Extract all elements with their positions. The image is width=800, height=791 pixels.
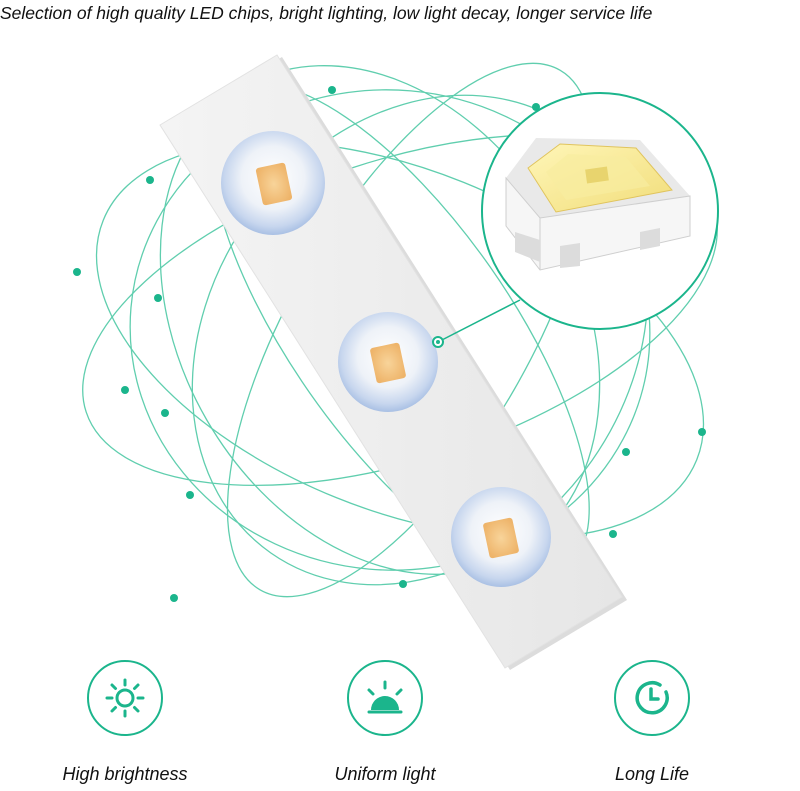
feature-long-life: Long Life bbox=[552, 660, 752, 791]
orbit-dots bbox=[73, 86, 706, 602]
smd-chip-zoom bbox=[481, 92, 719, 330]
feature-label: High brightness bbox=[62, 764, 188, 784]
feature-label: Uniform light bbox=[334, 764, 436, 784]
led-strip bbox=[159, 54, 627, 670]
sun-icon bbox=[87, 660, 163, 736]
led-chip-1 bbox=[221, 131, 325, 235]
dome-light-icon bbox=[347, 660, 423, 736]
feature-high-brightness: High brightness bbox=[25, 660, 225, 791]
headline: Selection of high quality LED chips, bri… bbox=[0, 3, 653, 23]
led-chip-3 bbox=[451, 487, 551, 587]
led-chip-2 bbox=[338, 312, 438, 412]
clock-icon bbox=[614, 660, 690, 736]
feature-label: Long Life bbox=[614, 764, 690, 784]
feature-uniform-light: Uniform light bbox=[285, 660, 485, 791]
